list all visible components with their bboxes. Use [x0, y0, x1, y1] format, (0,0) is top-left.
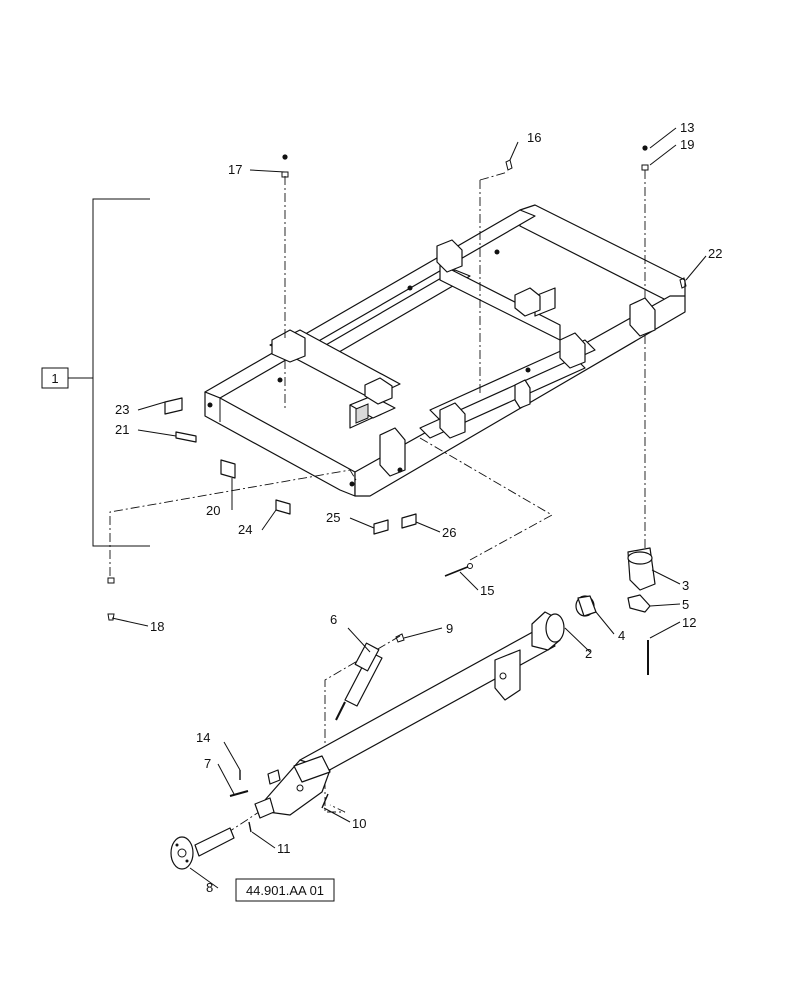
callout-15: 15 — [480, 583, 494, 598]
callout-1: 1 — [51, 371, 58, 386]
callout-8: 8 — [206, 880, 213, 895]
callout-3: 3 — [682, 578, 689, 593]
callout-7: 7 — [204, 756, 211, 771]
callout-2: 2 — [585, 646, 592, 661]
reference-label[interactable]: 44.901.AA 01 — [246, 883, 324, 898]
decal-24 — [275, 499, 291, 515]
centerlines — [109, 170, 646, 844]
callout-14: 14 — [196, 730, 210, 745]
callout-18: 18 — [150, 619, 164, 634]
callout-10: 10 — [352, 816, 366, 831]
callout-12: 12 — [682, 615, 696, 630]
reference-link[interactable]: 44.901.AA 01 — [235, 878, 335, 902]
callout-11: 11 — [277, 841, 291, 856]
callout-9: 9 — [446, 621, 453, 636]
callout-21: 21 — [115, 422, 129, 437]
callout-6: 6 — [330, 612, 337, 627]
callout-4: 4 — [618, 628, 625, 643]
callout-25: 25 — [326, 510, 340, 525]
decal-26 — [401, 513, 417, 529]
callout-26: 26 — [442, 525, 456, 540]
decal-20 — [220, 459, 236, 479]
leader-lines — [111, 127, 707, 889]
callout-22: 22 — [708, 246, 722, 261]
callout-23: 23 — [115, 402, 129, 417]
callout-20: 20 — [206, 503, 220, 518]
decal-25 — [373, 519, 389, 535]
assembly-bracket — [41, 198, 150, 547]
callout-13: 13 — [680, 120, 694, 135]
main-frame — [204, 204, 686, 497]
decal-23 — [164, 397, 183, 415]
callout-19: 19 — [680, 137, 694, 152]
decals — [164, 397, 417, 535]
decal-21 — [175, 431, 197, 443]
axle-assembly — [170, 547, 656, 870]
callout-17: 17 — [228, 162, 242, 177]
callout-labels: 1 2 3 4 5 6 7 8 9 10 11 12 13 14 15 16 1… — [51, 120, 722, 895]
callout-16: 16 — [527, 130, 541, 145]
callout-24: 24 — [238, 522, 252, 537]
callout-5: 5 — [682, 597, 689, 612]
